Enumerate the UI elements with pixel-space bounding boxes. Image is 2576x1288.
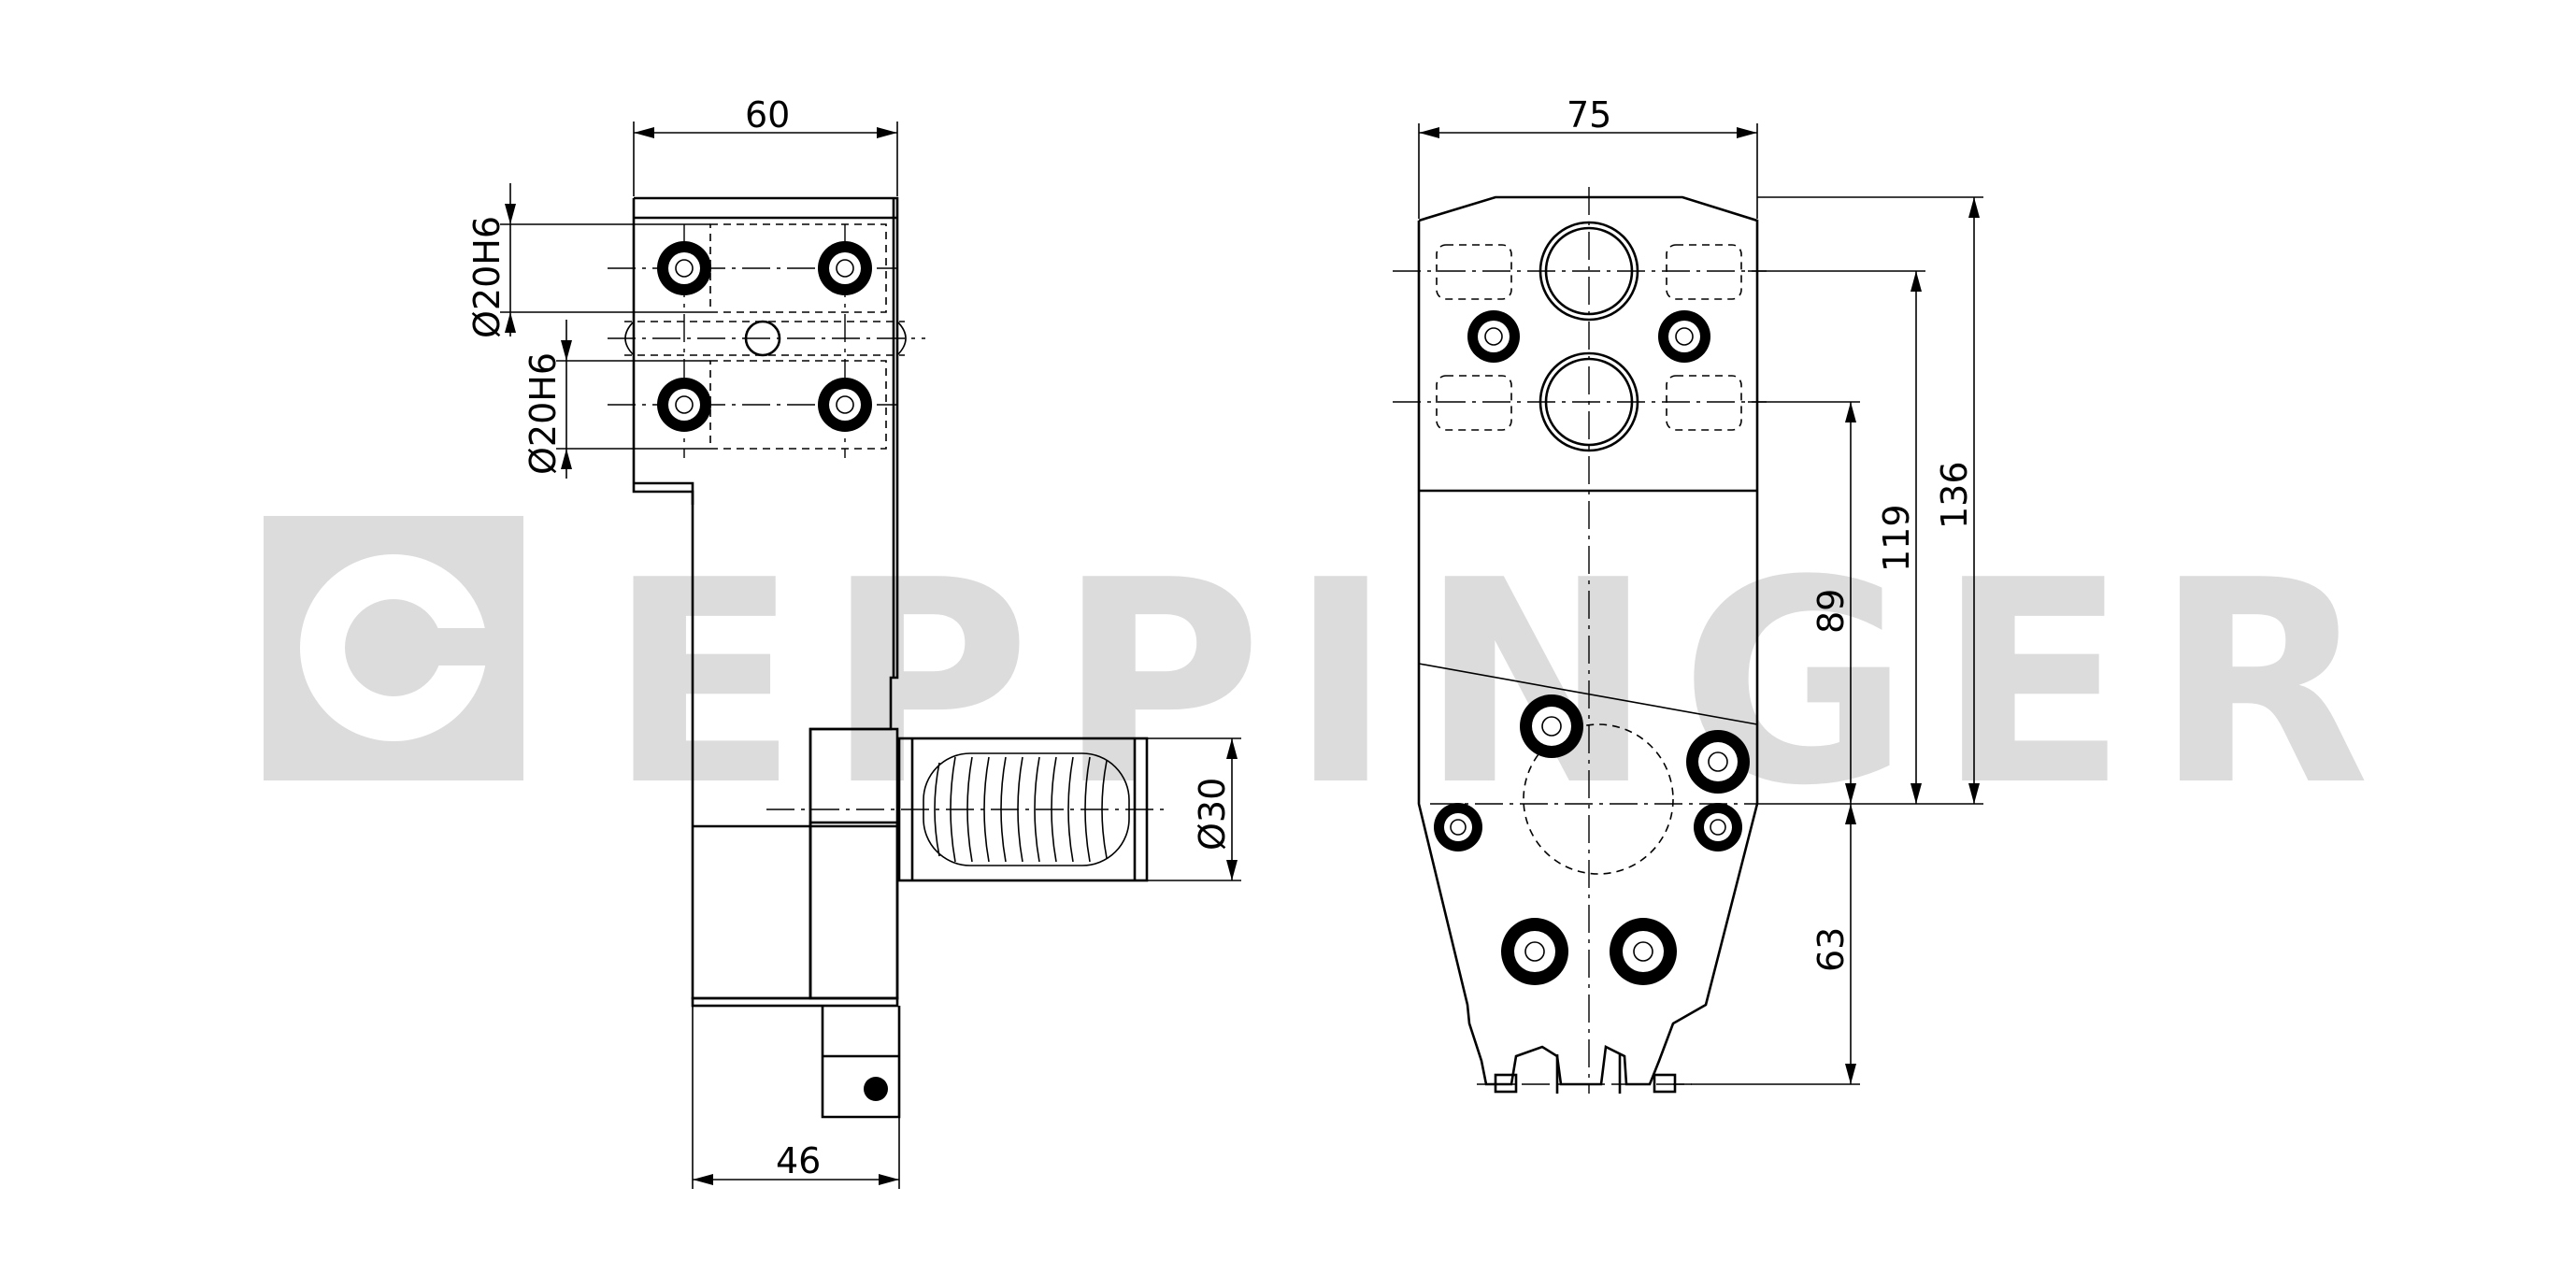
side-screw-3 [657, 378, 711, 432]
dim-side-bottom-width-label: 46 [776, 1140, 821, 1181]
dim-front-height-overall: 136 [1934, 197, 1980, 804]
front-view-outline [1417, 195, 1759, 1086]
dim-shaft-diameter: Ø30 [1147, 737, 1241, 881]
side-view: 60 46 Ø20H6 Ø20H6 [466, 94, 1241, 1189]
front-screw-8 [1610, 918, 1677, 985]
dim-side-lower-bore-label: Ø20H6 [522, 352, 564, 475]
front-view: 75 136 119 89 [1393, 94, 1983, 1094]
dim-shaft-diameter-label: Ø30 [1192, 778, 1233, 851]
front-hidden-circle [1523, 723, 1674, 875]
dim-front-top-width-label: 75 [1567, 94, 1611, 136]
dim-side-top-width: 60 [633, 94, 898, 196]
front-screw-7 [1501, 918, 1568, 985]
front-screw-3 [1520, 694, 1583, 758]
dim-front-height-overall-label: 136 [1934, 461, 1975, 529]
dim-front-height-bottom: 63 [1810, 804, 1856, 1084]
front-screw-2 [1658, 310, 1710, 363]
dim-front-top-width: 75 [1418, 94, 1758, 219]
dim-front-height-lower-label: 89 [1810, 589, 1852, 634]
dim-side-bottom-width: 46 [692, 1006, 900, 1189]
dim-side-top-width-label: 60 [745, 94, 790, 136]
dim-side-upper-bore-label: Ø20H6 [466, 216, 508, 338]
dim-side-lower-bore: Ø20H6 [522, 320, 710, 479]
side-pin-hole [744, 320, 781, 357]
front-screw-1 [1467, 310, 1520, 363]
watermark-text: EPPINGER [608, 521, 2397, 847]
dim-front-height-upper-label: 119 [1876, 504, 1917, 572]
dim-front-height-bottom-label: 63 [1810, 927, 1852, 972]
dim-side-upper-bore: Ø20H6 [466, 183, 710, 338]
front-screw-6 [1694, 803, 1742, 852]
stub-pin [864, 1077, 888, 1101]
front-screw-5 [1434, 803, 1482, 852]
side-screw-1 [657, 241, 711, 295]
watermark: EPPINGER [264, 516, 2397, 847]
front-bore-lower [1538, 351, 1639, 452]
dim-front-height-lower: 89 [1810, 402, 1856, 804]
dim-front-height-upper: 119 [1876, 271, 1922, 804]
front-screw-4 [1686, 730, 1750, 794]
side-screw-4 [818, 378, 872, 432]
side-screw-2 [818, 241, 872, 295]
front-bore-upper [1538, 221, 1639, 322]
